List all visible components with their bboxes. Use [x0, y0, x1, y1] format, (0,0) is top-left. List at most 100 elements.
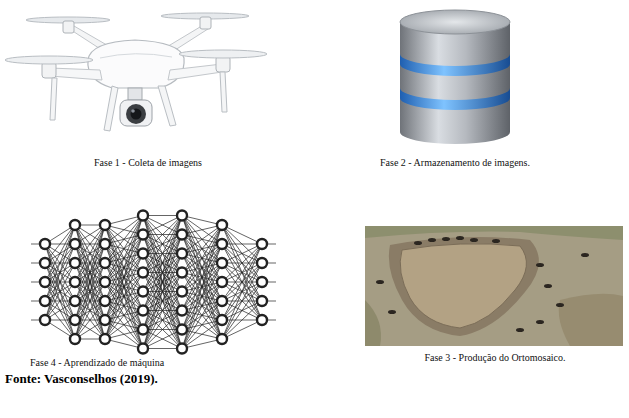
- neural-network-illustration: [31, 211, 276, 354]
- network-neuron: [70, 315, 80, 325]
- phase-slot: Fase 3 - Produção do Ortomosaico.: [424, 352, 565, 364]
- network-link: [143, 216, 182, 311]
- network-link: [182, 263, 222, 349]
- network-link: [222, 225, 262, 320]
- network-link: [182, 216, 222, 302]
- network-link: [105, 263, 143, 349]
- network-link: [182, 301, 222, 349]
- network-neuron: [40, 277, 50, 287]
- network-neuron: [70, 277, 80, 287]
- network-neuron: [70, 258, 80, 268]
- orthomosaic-image: [365, 226, 623, 346]
- network-neuron: [138, 306, 148, 316]
- network-neuron: [177, 230, 187, 240]
- network-link: [45, 225, 75, 320]
- network-neuron: [40, 258, 50, 268]
- network-neuron: [70, 296, 80, 306]
- network-link: [182, 320, 222, 349]
- phase-caption: Fase 4 - Aprendizado de máquina: [30, 357, 164, 369]
- phase-slot: Fase 4 - Aprendizado de máquina: [30, 357, 164, 369]
- phase-caption: Fase 3 - Produção do Ortomosaico.: [424, 352, 565, 364]
- network-link: [105, 254, 143, 340]
- phase-slot: Fase 2 - Armazenamento de imagens.: [380, 157, 530, 169]
- network-neuron: [217, 239, 227, 249]
- network-link: [143, 254, 182, 349]
- network-neuron: [100, 220, 110, 230]
- network-neuron: [217, 220, 227, 230]
- network-neuron: [217, 296, 227, 306]
- network-link: [222, 244, 262, 301]
- network-neuron: [177, 325, 187, 335]
- drone-illustration: [5, 13, 267, 131]
- network-neuron: [177, 306, 187, 316]
- network-link: [182, 244, 222, 349]
- network-link: [222, 225, 262, 282]
- network-neuron: [138, 249, 148, 259]
- network-neuron: [177, 268, 187, 278]
- network-link: [105, 216, 143, 302]
- network-neuron: [217, 315, 227, 325]
- network-neuron: [100, 334, 110, 344]
- network-link: [222, 244, 262, 339]
- network-link: [143, 292, 182, 349]
- network-link: [105, 216, 143, 321]
- network-neuron: [177, 211, 187, 221]
- network-neuron: [138, 268, 148, 278]
- network-neuron: [217, 277, 227, 287]
- network-neuron: [40, 296, 50, 306]
- network-neuron: [100, 239, 110, 249]
- phase-slot: Fase 1 - Coleta de imagens: [94, 157, 202, 169]
- network-link: [222, 244, 262, 263]
- network-link: [143, 330, 182, 349]
- network-neuron: [257, 315, 267, 325]
- network-neuron: [138, 325, 148, 335]
- database-icon: [400, 10, 510, 144]
- network-link: [143, 254, 182, 349]
- network-link: [75, 282, 105, 339]
- network-link: [143, 216, 182, 273]
- network-link: [182, 216, 222, 264]
- network-neuron: [177, 344, 187, 354]
- network-neuron: [138, 344, 148, 354]
- network-neuron: [138, 287, 148, 297]
- network-neuron: [257, 277, 267, 287]
- network-link: [222, 320, 262, 339]
- network-neuron: [100, 258, 110, 268]
- phase-caption: Fase 1 - Coleta de imagens: [94, 157, 202, 169]
- network-neuron: [40, 239, 50, 249]
- network-link: [75, 244, 105, 339]
- network-neuron: [257, 258, 267, 268]
- network-link: [222, 244, 262, 263]
- network-link: [182, 225, 222, 311]
- phase-caption: Fase 2 - Armazenamento de imagens.: [380, 157, 530, 169]
- network-neuron: [100, 315, 110, 325]
- network-link: [105, 311, 143, 340]
- network-link: [222, 282, 262, 339]
- network-neuron: [100, 277, 110, 287]
- network-neuron: [70, 239, 80, 249]
- network-neuron: [217, 258, 227, 268]
- network-neuron: [40, 315, 50, 325]
- network-link: [143, 216, 182, 311]
- network-link: [105, 235, 143, 340]
- caption-slot: Fonte: Vasconselhos (2019).: [5, 371, 158, 386]
- network-link: [222, 225, 262, 244]
- network-link: [143, 216, 182, 273]
- network-link: [45, 263, 75, 320]
- network-link: [182, 216, 222, 321]
- network-neuron: [138, 211, 148, 221]
- network-neuron: [70, 334, 80, 344]
- network-link: [182, 225, 222, 273]
- network-link: [75, 244, 105, 339]
- network-neuron: [257, 239, 267, 249]
- network-link: [222, 244, 262, 301]
- network-neuron: [257, 296, 267, 306]
- network-neuron: [138, 230, 148, 240]
- network-neuron: [100, 296, 110, 306]
- network-link: [75, 225, 105, 320]
- network-link: [143, 292, 182, 349]
- network-neuron: [177, 249, 187, 259]
- network-neuron: [217, 334, 227, 344]
- network-link: [182, 225, 222, 330]
